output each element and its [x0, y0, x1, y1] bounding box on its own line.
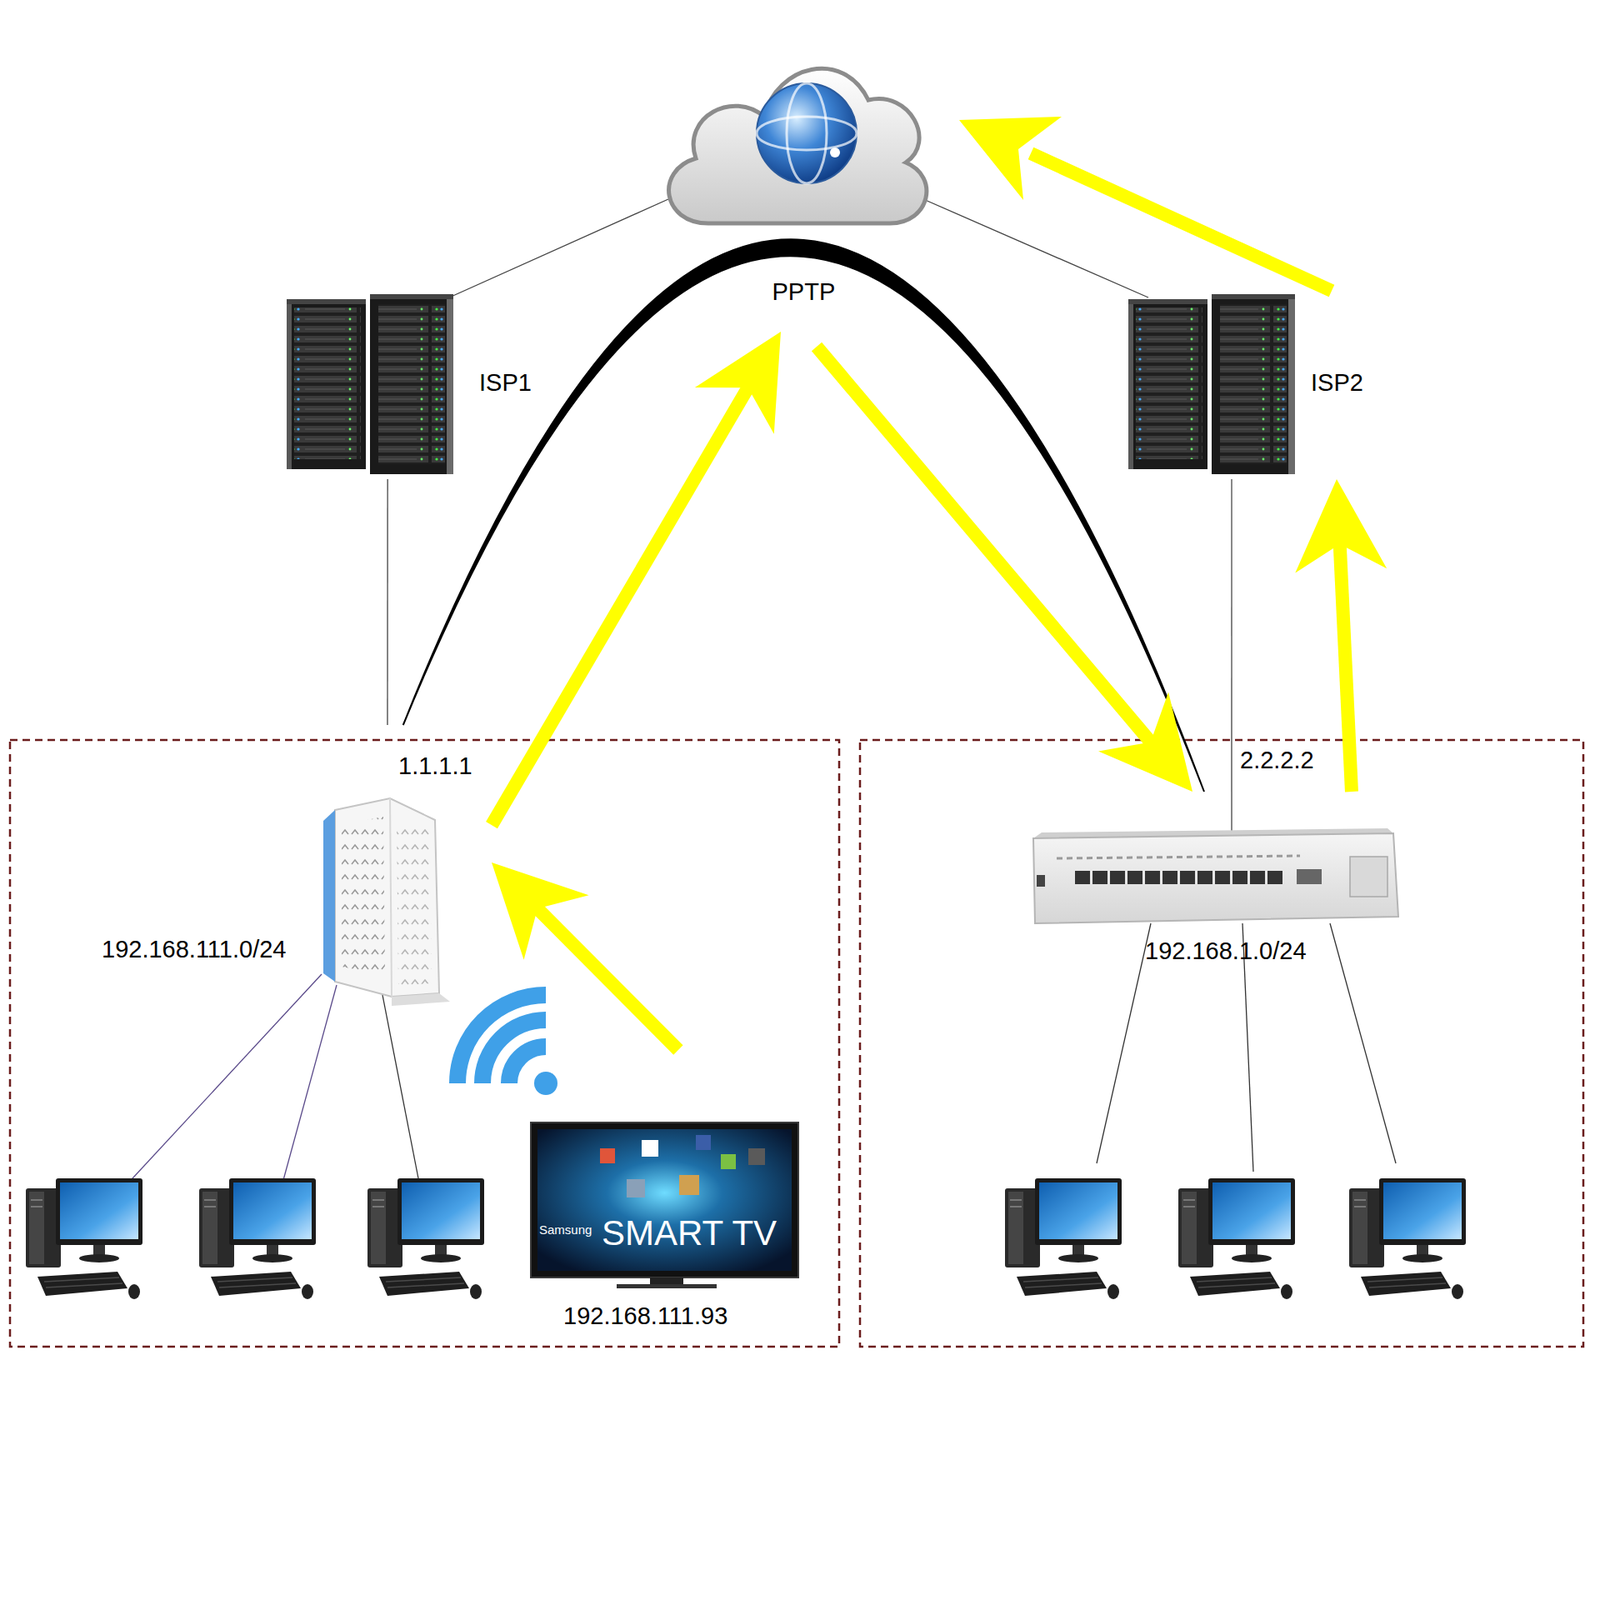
- arrow-head: [695, 331, 781, 435]
- arrow-head: [1295, 479, 1387, 574]
- core-router: 2.2.2.2192.168.1.0/24: [1030, 791, 1400, 967]
- lan-wires: [122, 923, 1396, 1190]
- tunnel-arc-shape: [403, 239, 1205, 792]
- traffic-arrow: [959, 116, 1332, 291]
- uplink-wire: [449, 199, 669, 298]
- edge-label: PPTP: [772, 277, 836, 306]
- site-zone: [860, 740, 1584, 1347]
- subnet-label: 192.168.1.0/24: [1145, 936, 1307, 965]
- traffic-arrow: [491, 862, 679, 1050]
- arrow-shaft: [491, 381, 752, 825]
- wifi-symbol: [457, 995, 558, 1095]
- arrow-shaft: [816, 346, 1155, 748]
- isp-server: ISP2: [1122, 291, 1381, 480]
- link-wire: [1230, 479, 1232, 792]
- arrow-head: [1098, 692, 1193, 793]
- traffic-arrow: [1295, 479, 1387, 792]
- home-router: 1.1.1.1 192.168.111.0/24: [100, 725, 492, 1000]
- isp-label: ISP2: [1310, 368, 1364, 397]
- smart-tv: Samsung SMART TV 192.168.111.93: [530, 1050, 806, 1338]
- arrow-shaft: [1339, 537, 1352, 792]
- isp-server-rack: [286, 294, 454, 475]
- home-router-device: [323, 798, 450, 1006]
- site-zone: [10, 740, 840, 1347]
- isp-server: ISP1: [285, 291, 545, 480]
- arrow-shaft: [532, 904, 679, 1050]
- ip-address: 2.2.2.2: [1240, 745, 1315, 775]
- subnet-label: 192.168.111.0/24: [101, 935, 286, 964]
- core-router-device: [1033, 828, 1399, 924]
- isp-label: ISP1: [479, 368, 532, 397]
- link-wire: [386, 479, 388, 725]
- tv-device: [530, 1122, 799, 1289]
- arrow-head: [491, 862, 590, 960]
- link-line: [386, 479, 388, 725]
- traffic-arrow: [491, 331, 1193, 825]
- internet-cloud: [669, 68, 927, 224]
- brand-logo: SMART TV: [601, 1214, 777, 1253]
- brand-text: Samsung: [539, 1221, 592, 1239]
- ip-address: 192.168.111.93: [563, 1301, 728, 1330]
- uplink-wire: [923, 199, 1149, 298]
- isp-server-rack: [1128, 294, 1295, 475]
- link-line: [1230, 479, 1232, 792]
- tunnel-arc: [403, 239, 1205, 792]
- uplink-wire: [1230, 791, 1232, 835]
- ip-address: 1.1.1.1: [398, 751, 473, 780]
